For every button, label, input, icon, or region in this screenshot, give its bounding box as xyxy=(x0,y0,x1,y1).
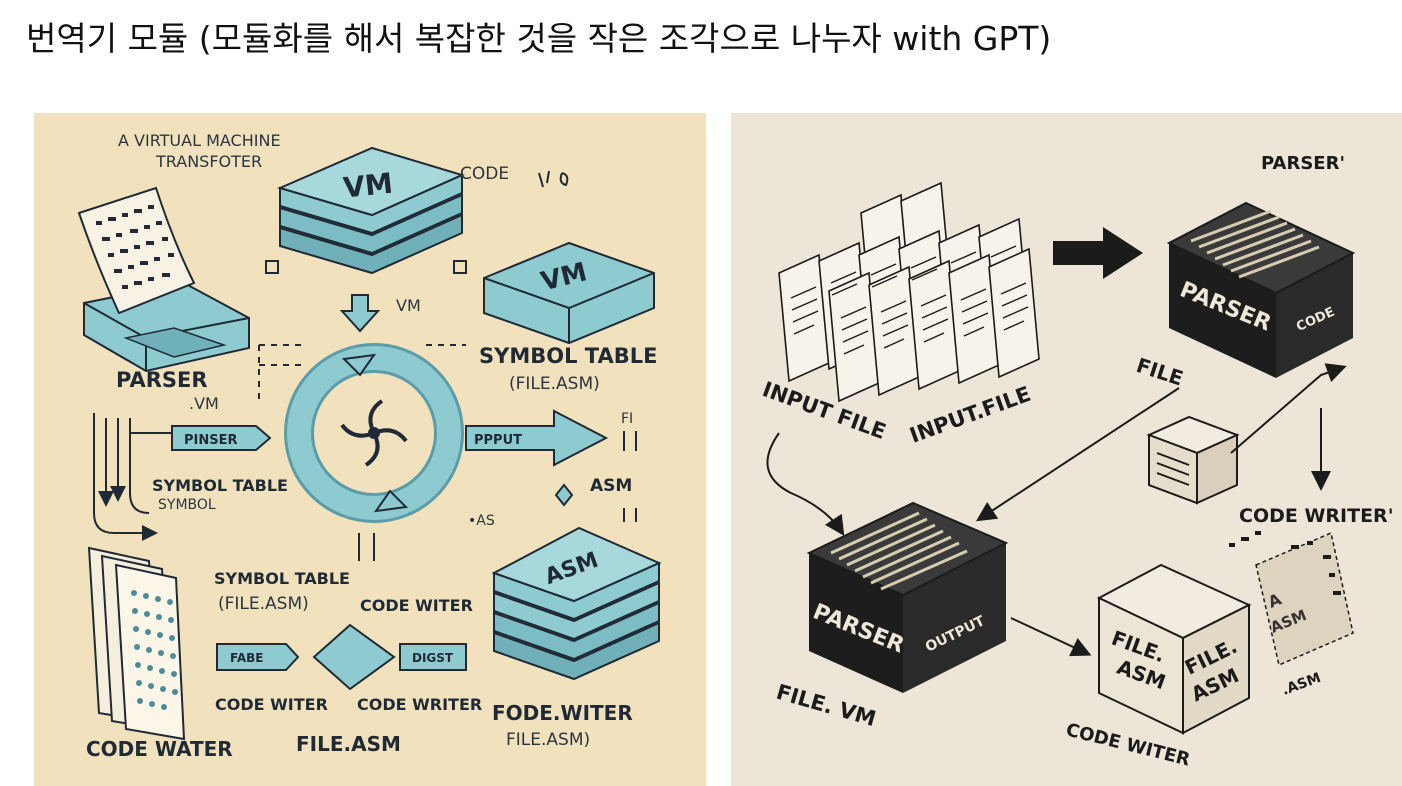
file-asm-bottom-paren: (FILE.ASM) xyxy=(218,594,309,614)
right-diagram: PARSER' PARSER CODE FILE INPUT FILE INPU… xyxy=(759,153,1394,771)
asm-stack: ASM xyxy=(491,526,662,681)
fabe-label: FABE xyxy=(230,651,263,665)
down-arrow-icon xyxy=(339,294,381,333)
diamond-shape xyxy=(312,623,396,691)
symbol-table-left: SYMBOL TABLE xyxy=(152,476,288,495)
code-writer-bottom: CODE WRITER xyxy=(357,695,482,714)
asm-small-label: .ASM xyxy=(1280,670,1323,699)
vm-stack-label: VM xyxy=(342,167,395,205)
dot-as-label: •AS xyxy=(468,513,495,529)
code-witer-bottom: CODE WITER xyxy=(215,695,328,714)
asm-right-label: ASM xyxy=(590,476,632,496)
symbol-table-bottom: SYMBOL TABLE xyxy=(214,569,350,588)
dot-vm-label: .VM xyxy=(189,394,219,413)
parser-box-bottom: PARSER OUTPUT xyxy=(806,501,1009,693)
digst-tag: DIGST xyxy=(399,643,467,671)
vm-box-right: VM xyxy=(483,241,655,345)
header-line2: TRANSFOTER xyxy=(155,152,262,171)
printer-machine-icon xyxy=(77,186,250,373)
right-illustration: PARSER' PARSER CODE FILE INPUT FILE INPU… xyxy=(731,113,1402,786)
fode-witer-label: FODE.WITER xyxy=(492,701,633,725)
input-file-pages xyxy=(778,181,1040,403)
left-illustration: A VIRTUAL MACHINE TRANSFOTER VM CODE VM xyxy=(34,113,706,786)
file-vm-label: FILE. VM xyxy=(774,680,879,731)
paper-stack-icon xyxy=(87,546,186,741)
file-asm-last: FILE.ASM) xyxy=(506,730,590,750)
code-label: CODE xyxy=(460,164,509,184)
pinser-tag: PINSER xyxy=(171,425,272,451)
vm-arrow-label: VM xyxy=(396,296,421,315)
parser-box-top: PARSER CODE xyxy=(1166,201,1356,378)
parser-top-label: PARSER' xyxy=(1261,153,1345,174)
small-cube-icon xyxy=(1146,415,1240,505)
file-asm-cube: FILE. ASM FILE. ASM xyxy=(1096,563,1252,735)
pinser-label: PINSER xyxy=(184,433,238,448)
parser-label: PARSER xyxy=(116,368,208,392)
slide-title: 번역기 모듈 (모듈화를 해서 복잡한 것을 작은 조각으로 나누자 with … xyxy=(26,19,1052,58)
header-line1: A VIRTUAL MACHINE xyxy=(118,131,281,150)
code-writer-label: CODE WRITER' xyxy=(1239,505,1394,527)
file-asm-bottom: FILE.ASM xyxy=(296,732,401,756)
fabe-tag: FABE xyxy=(216,643,300,671)
symbol-table-right: SYMBOL TABLE xyxy=(479,344,657,368)
file-asm-right: (FILE.ASM) xyxy=(509,374,600,394)
vm-stack-top: VM xyxy=(277,146,465,275)
output-arrow: PPPUT xyxy=(465,409,609,467)
fi-label: FI xyxy=(621,411,633,427)
page-lines xyxy=(790,245,1029,355)
code-water-label: CODE WATER xyxy=(86,737,233,761)
torn-paper-icon: A ASM xyxy=(1229,531,1354,667)
cycle-ring-icon xyxy=(284,343,464,523)
right-arrow-icon xyxy=(1053,227,1143,279)
input-dot-file-label: INPUT.FILE xyxy=(907,382,1034,448)
symbol-small-label: SYMBOL xyxy=(158,497,216,513)
left-diagram: A VIRTUAL MACHINE TRANSFOTER VM CODE VM xyxy=(77,131,662,761)
pput-label: PPPUT xyxy=(474,433,522,448)
digst-label: DIGST xyxy=(412,651,454,665)
code-witer-mid: CODE WITER xyxy=(360,596,473,615)
file-label: FILE xyxy=(1133,353,1186,391)
